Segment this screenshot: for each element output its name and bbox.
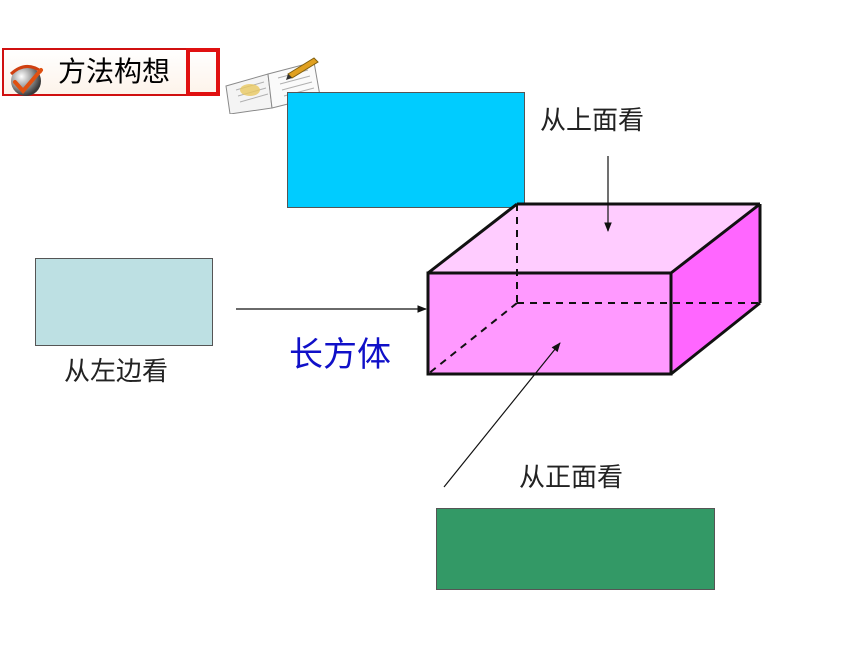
cuboid-hidden-edges	[427, 204, 760, 375]
section-title: 方法构想	[58, 55, 171, 88]
top-view-label: 从上面看	[540, 106, 645, 136]
cuboid-side-face	[671, 204, 760, 374]
front-view-rectangle	[436, 508, 715, 590]
front-view-label: 从正面看	[519, 463, 624, 493]
solid-name-label: 长方体	[289, 335, 391, 375]
header-highlight-box	[186, 48, 220, 96]
cuboid-top-face	[428, 204, 760, 273]
left-view-rectangle	[35, 258, 213, 346]
cuboid-visible-edges	[426, 202, 762, 376]
arrow-from-front	[443, 342, 561, 488]
cuboid-front-face	[428, 273, 671, 374]
top-view-rectangle	[287, 92, 525, 208]
left-view-label: 从左边看	[64, 357, 169, 387]
globe-check-icon	[9, 65, 43, 96]
